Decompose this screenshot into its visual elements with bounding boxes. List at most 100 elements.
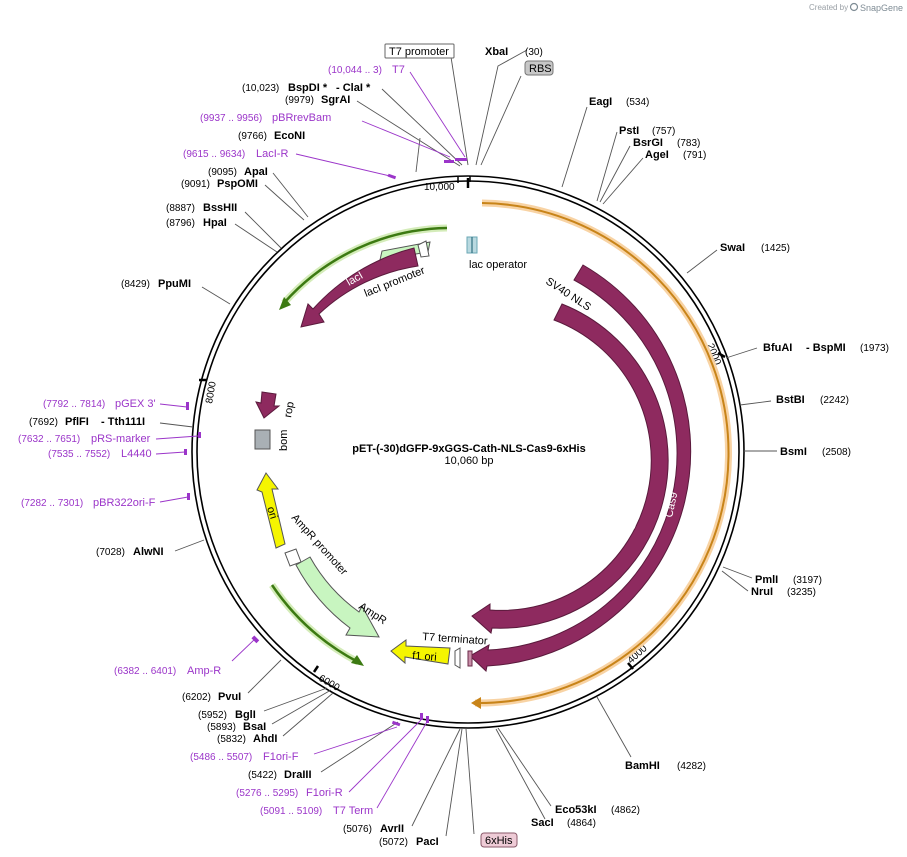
rbs-text: RBS <box>529 63 552 75</box>
leader-econi <box>415 137 421 173</box>
apai-name: ApaI <box>244 166 268 178</box>
primer-mark-t7 <box>455 158 467 161</box>
leader-primer-f1orir <box>348 719 422 793</box>
cas9-outer-label: Cas9 <box>663 491 680 519</box>
his6-frame <box>480 832 518 848</box>
leader-avrii <box>411 728 461 827</box>
psti-name: PstI <box>619 125 639 137</box>
f1ori-r-range: (5276 .. 5295) <box>236 788 298 799</box>
hpai-pos: (8796) <box>166 218 195 229</box>
leader-ahdi <box>282 692 334 737</box>
pmli-pos: (3197) <box>793 575 822 586</box>
primer-mark-f1orif <box>391 720 401 727</box>
leader-ppumi <box>201 286 231 305</box>
leader-paci <box>445 728 463 837</box>
primer-mark-pbr322 <box>187 493 190 500</box>
leader-agei <box>602 157 644 205</box>
ampr-primer-range: (6382 .. 6401) <box>114 666 176 677</box>
leader-primer-l4440 <box>155 451 186 455</box>
leader-xbai <box>475 49 528 166</box>
ori-arrow <box>256 472 286 549</box>
primer-mark-pgex3 <box>186 402 189 410</box>
bspdi-pos: (10,023) <box>242 83 279 94</box>
credit-prefix: Created by <box>809 3 848 12</box>
snapgene-credit: Created by SnapGene <box>809 2 903 13</box>
bamhi-pos: (4282) <box>677 761 706 772</box>
site-marks <box>457 176 471 183</box>
leader-primer-ampr <box>231 638 256 662</box>
draiii-name: DraIII <box>284 769 312 781</box>
econi-name: EcoNI <box>274 130 305 142</box>
leader-rbs <box>480 75 522 166</box>
primer-mark-laci-r <box>387 173 397 180</box>
swai-name: SwaI <box>720 242 745 254</box>
sgrai-name: SgrAI <box>321 94 350 106</box>
avrii-pos: (5076) <box>343 824 372 835</box>
f1-ori-label: f1 ori <box>412 650 437 664</box>
laci-promoter-arc-line <box>283 226 448 304</box>
plasmid-length: 10,060 bp <box>445 455 494 467</box>
leader-swai <box>686 249 718 274</box>
laci-arrow <box>300 247 419 328</box>
saci-pos: (4864) <box>567 818 596 829</box>
leader-6xhis <box>465 728 475 835</box>
leader-primer-f1orif <box>313 726 398 755</box>
ori-label: ori <box>264 505 279 520</box>
f1ori-r-name: F1ori-R <box>306 787 343 799</box>
f1ori-f-name: F1ori-F <box>263 751 299 763</box>
ahdi-pos: (5832) <box>217 734 246 745</box>
bsai-name: BsaI <box>243 721 266 733</box>
ppumi-pos: (8429) <box>121 279 150 290</box>
nrui-pos: (3235) <box>787 587 816 598</box>
t7-promoter-text: T7 promoter <box>389 46 449 58</box>
prs-marker-range: (7632 .. 7651) <box>18 434 80 445</box>
leader-primer-t7 <box>409 71 466 158</box>
orf-arc <box>471 199 732 709</box>
laci-promoter-arc <box>279 224 448 310</box>
primer-mark-l4440 <box>184 449 187 455</box>
l4440-range: (7535 .. 7552) <box>48 449 110 460</box>
leader-nrui <box>721 570 749 592</box>
bsmi-pos: (2508) <box>822 447 851 458</box>
bom-box <box>254 429 271 450</box>
his6-box: 6xHis <box>480 832 518 848</box>
eagi-name: EagI <box>589 96 612 108</box>
laci-promoter-arc-head <box>279 297 291 310</box>
t7-promoter-box: T7 promoter <box>384 43 455 59</box>
apai-pos: (9095) <box>208 167 237 178</box>
econi-pos: (9766) <box>238 131 267 142</box>
tick-label-10000: 10,000 <box>424 182 455 193</box>
bfuai-pos: (1973) <box>860 343 889 354</box>
xbai-pos: (30) <box>525 47 543 58</box>
leader-eagi <box>561 106 588 188</box>
pvui-pos: (6202) <box>182 692 211 703</box>
primer-mark-ampr <box>251 635 260 644</box>
leader-primer-t7term <box>376 719 429 809</box>
ampr-arc-head <box>351 655 364 666</box>
swai-pos: (1425) <box>761 243 790 254</box>
bfuai-name: BfuAI <box>763 342 792 354</box>
bom-label: bom <box>278 430 290 451</box>
bsai-pos: (5893) <box>207 722 236 733</box>
bstbi-pos: (2242) <box>820 395 849 406</box>
paci-name: PacI <box>416 836 439 848</box>
leader-psti <box>596 131 618 202</box>
bgli-pos: (5952) <box>198 710 227 721</box>
leader-bsrgi <box>599 145 631 203</box>
backbone-outer-strand <box>191 175 745 729</box>
leader-bsai <box>271 689 332 725</box>
credit-brand: SnapGene <box>860 3 903 13</box>
bsshii-pos: (8887) <box>166 203 195 214</box>
ampr-arc-line <box>270 584 359 664</box>
pgex3-name: pGEX 3' <box>115 398 156 410</box>
leader-eco53ki <box>497 727 552 807</box>
bspmi-name: - BspMI <box>806 342 846 354</box>
eco53ki-pos: (4862) <box>611 805 640 816</box>
tick-4000 <box>627 662 634 670</box>
t7-primer-name: T7 <box>392 64 405 76</box>
rop-label: rop <box>282 401 297 419</box>
bsshii-name: BssHII <box>203 202 237 214</box>
pbr322ori-range: (7282 .. 7301) <box>21 498 83 509</box>
saci-name: SacI <box>531 817 554 829</box>
leader-pspomi <box>264 184 305 221</box>
